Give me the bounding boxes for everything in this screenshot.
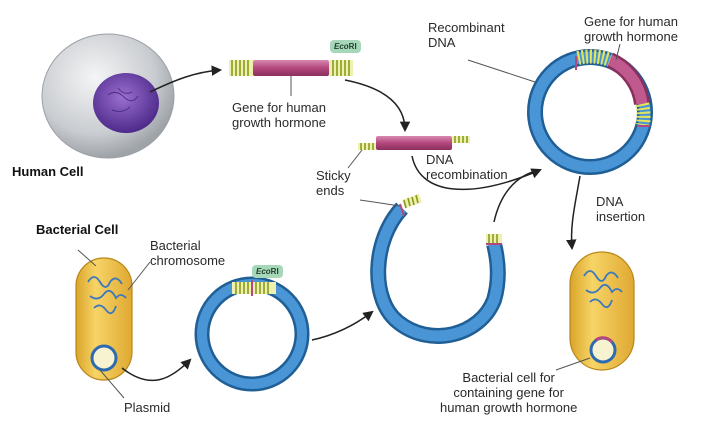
label-bacterial-cell: Bacterial Cell	[36, 222, 119, 237]
ecori-tag-plasmid: EcoRI	[252, 265, 283, 278]
label-gene-plasmid: Gene for human growth hormone	[584, 14, 678, 44]
pointer-result-cell	[555, 357, 591, 371]
result-bacterial-cell-graphic	[569, 251, 635, 371]
label-gene-top: Gene for human growth hormone	[232, 100, 326, 130]
pointer-plasmid	[99, 369, 125, 399]
plasmid-graphic	[194, 276, 310, 392]
label-bacterial-chromosome: Bacterial chromosome	[150, 238, 226, 268]
label-plasmid: Plasmid	[124, 400, 171, 415]
arrow-open-plasmid-up	[493, 169, 541, 223]
arrow-gene-down	[344, 79, 411, 133]
pointer-bacterial-cell	[77, 249, 97, 267]
ecori-tag-top: EcoRI	[330, 40, 361, 53]
arrow-cell-to-gene	[149, 65, 223, 93]
label-dna-insertion: DNA insertion	[596, 194, 646, 224]
open-plasmid-graphic	[370, 193, 506, 344]
bacterial-cell-graphic	[75, 257, 133, 381]
label-recombinant-dna: Recombinant DNA	[428, 20, 505, 50]
label-sticky-ends: Sticky ends	[316, 168, 351, 198]
arrow-recombination	[411, 155, 542, 191]
label-human-cell: Human Cell	[12, 164, 84, 179]
gene-segment-top	[229, 60, 353, 96]
pointer-gene-plasmid	[615, 43, 621, 61]
pointer-recombinant-dna	[467, 59, 536, 83]
arrow-plasmid-to-open	[311, 310, 374, 341]
recombinant-plasmid-graphic	[527, 49, 653, 175]
label-bacterial-cell-result: Bacterial cell for containing gene for h…	[440, 370, 578, 415]
pointer-sticky-ends-bottom	[359, 199, 401, 207]
gene-segment-cut	[358, 136, 470, 150]
pointer-sticky-ends-top	[347, 149, 363, 169]
arrow-insertion	[566, 175, 581, 251]
pointer-chromosome	[127, 261, 151, 291]
label-dna-recombination: DNA recombination	[426, 152, 508, 182]
arrow-cell-to-plasmid	[121, 358, 192, 382]
human-cell-graphic	[41, 33, 175, 159]
